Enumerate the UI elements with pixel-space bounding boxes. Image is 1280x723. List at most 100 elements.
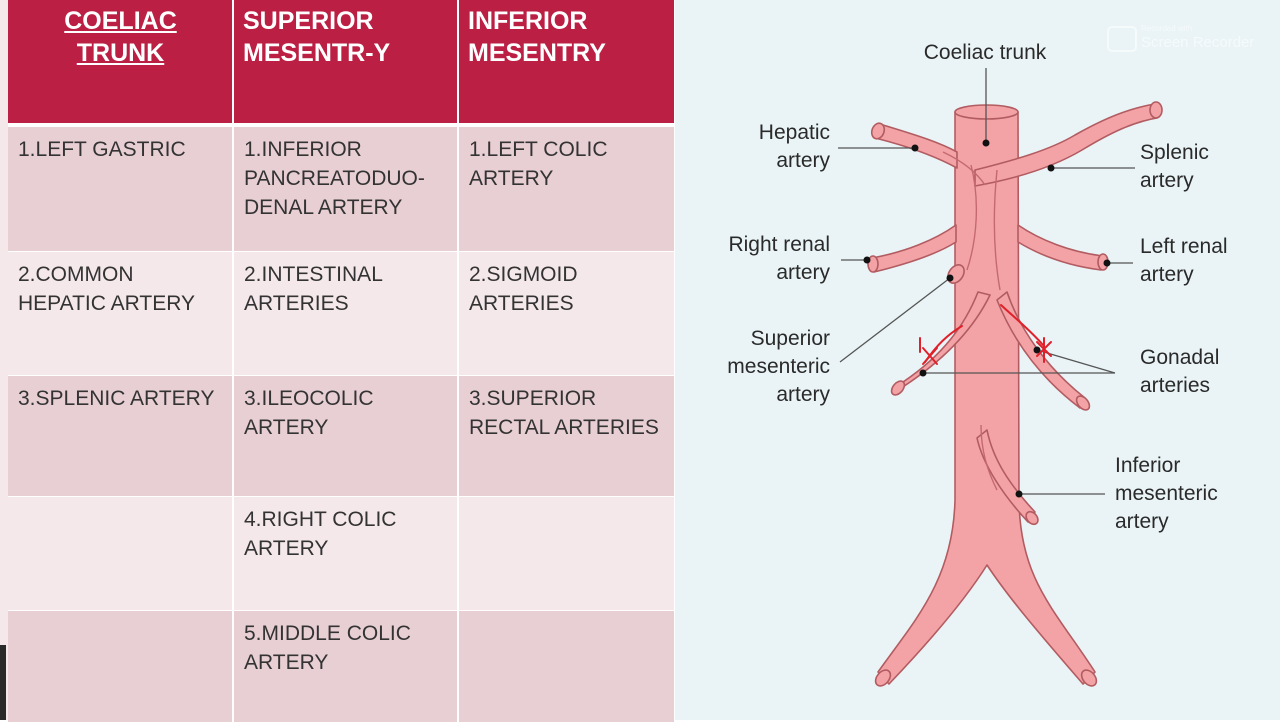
cell-line: ARTERY [469,167,554,190]
screen-recorder-watermark: Recorded with Screen Recorder [1107,22,1267,56]
header-line: TRUNK [76,39,165,67]
cell-line: ARTERIES [244,292,349,315]
label-text: mesenteric [1115,482,1218,505]
red-annotation-mark [922,347,938,365]
hepatic-artery-end [870,122,886,140]
cell-line: 2.COMMON [18,263,134,286]
label-text: artery [776,149,830,172]
left-edge-strip [0,0,8,720]
label-dot [863,256,871,264]
cell-line: 2.INTESTINAL [244,263,383,286]
table-cell: 2.SIGMOID ARTERIES [458,251,676,376]
label-dot [1103,259,1111,267]
aorta-contour [942,151,986,186]
cell-line: 3.SPLENIC ARTERY [18,387,215,410]
table-row: 4.RIGHT COLIC ARTERY [8,496,676,611]
left-edge-dark-block [0,645,6,720]
left-iliac-end [1080,669,1098,687]
right-renal-artery-vessel [871,224,957,273]
cell-line: 5.MIDDLE COLIC [244,622,411,645]
table-row: 2.COMMON HEPATIC ARTERY 2.INTESTINAL ARTER… [8,251,676,376]
leader-line [839,277,951,363]
label-text: artery [776,261,830,284]
table-cell: 3.SUPERIOR RECTAL ARTERIES [458,375,676,497]
cell-line: 1.INFERIOR [244,138,362,161]
cell-line: 2.SIGMOID [469,263,578,286]
cell-line: 1.LEFT COLIC [469,138,608,161]
watermark-large-text: Screen Recorder [1141,34,1255,51]
cell-line: RECTAL ARTERIES [469,416,659,439]
aorta-contour [993,169,1001,291]
cell-line: ARTERY [244,537,329,560]
cell-line: ARTERIES [469,292,574,315]
label-dot [1047,164,1055,172]
right-iliac-end [874,669,892,687]
header-line: INFERIOR [468,7,588,35]
table-cell: 1.LEFT COLIC ARTERY [458,125,676,252]
label-right-renal-artery: Right renal artery [695,231,830,287]
label-coeliac-trunk: Coeliac trunk [905,39,1065,67]
table-header-row: COELIAC TRUNK SUPERIOR MESENTR-Y INFERIO… [8,0,676,127]
gonadal-end [1075,395,1091,411]
header-line: COELIAC [64,7,177,35]
label-dot [911,144,919,152]
header-superior-mesentery: SUPERIOR MESENTR-Y [233,0,459,127]
table-cell: 2.INTESTINAL ARTERIES [233,251,459,376]
table-cell: 4.RIGHT COLIC ARTERY [233,496,459,611]
label-text: artery [1115,510,1169,533]
watermark-small-text: Recorded with [1141,24,1193,33]
header-line: SUPERIOR [243,7,374,35]
label-superior-mesenteric-artery: Superior mesenteric artery [695,325,830,409]
table-cell [8,496,234,611]
label-text: Right renal [728,233,830,256]
cell-line: 3.ILEOCOLIC [244,387,374,410]
cell-line: HEPATIC ARTERY [18,292,195,315]
label-text: Hepatic [758,121,830,144]
label-text: Superior [750,327,830,350]
recorder-icon [1107,26,1137,52]
red-annotation-mark [1000,304,1044,346]
label-hepatic-artery: Hepatic artery [725,119,830,175]
aorta-trunk [877,111,1096,685]
header-coeliac-trunk: COELIAC TRUNK [8,0,234,127]
left-renal-artery-vessel [1017,224,1104,271]
label-text: arteries [1140,374,1211,397]
header-line: MESENTR-Y [243,39,391,67]
aorta-contour [980,424,998,491]
table-cell: 2.COMMON HEPATIC ARTERY [8,251,234,376]
cell-line: 4.RIGHT COLIC [244,508,397,531]
table-cell: 3.SPLENIC ARTERY [8,375,234,497]
label-dot [1033,346,1041,354]
label-text: mesenteric [727,355,830,378]
label-left-renal-artery: Left renal artery [1140,233,1260,289]
label-text: Inferior [1115,454,1181,477]
label-inferior-mesenteric-artery: Inferior mesenteric artery [1115,452,1255,536]
label-text: artery [776,383,830,406]
arteries-table: COELIAC TRUNK SUPERIOR MESENTR-Y INFERIO… [8,0,676,723]
cell-line: DENAL ARTERY [244,196,403,219]
header-line: MESENTRY [468,39,606,67]
label-text: artery [1140,263,1194,286]
cell-line: 3.SUPERIOR [469,387,597,410]
label-text: Coeliac trunk [923,41,1047,64]
aorta-contour [966,164,978,271]
table-cell [458,496,676,611]
cell-line: 1.LEFT GASTRIC [18,138,186,161]
label-dot [946,274,954,282]
ima-end [1025,510,1039,526]
table-cell [458,610,676,723]
label-text: Left renal [1140,235,1228,258]
label-text: artery [1140,169,1194,192]
header-inferior-mesentery: INFERIOR MESENTRY [458,0,676,127]
aorta-illustration [838,68,1163,687]
table-cell: 1.LEFT GASTRIC [8,125,234,252]
label-text: Splenic [1140,141,1209,164]
splenic-artery-end [1149,101,1163,119]
